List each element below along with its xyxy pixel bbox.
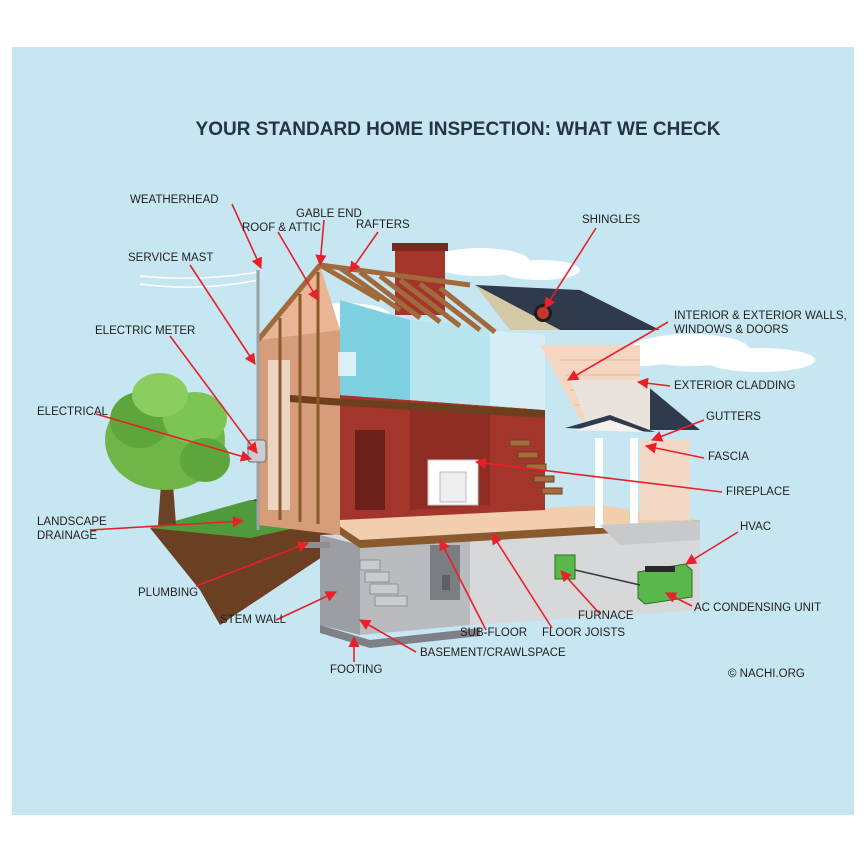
- label-landscape-line1: LANDSCAPE: [37, 516, 107, 528]
- label-exterior-cladding: EXTERIOR CLADDING: [674, 380, 795, 392]
- label-hvac: HVAC: [740, 521, 771, 533]
- house-structure: [258, 243, 700, 545]
- nachi-logo-icon: [534, 304, 552, 322]
- label-electrical: ELECTRICAL: [37, 406, 109, 418]
- page-title: YOUR STANDARD HOME INSPECTION: WHAT WE C…: [196, 119, 721, 140]
- roof-framing: [256, 262, 497, 342]
- label-roof-attic: ROOF & ATTIC: [242, 222, 321, 234]
- label-weatherhead: WEATHERHEAD: [130, 194, 219, 206]
- label-stem-wall: STEM WALL: [220, 614, 287, 626]
- basement: [320, 520, 700, 648]
- label-furnace: FURNACE: [578, 610, 634, 622]
- label-electric-meter: ELECTRIC METER: [95, 325, 195, 337]
- label-walls-line1: INTERIOR & EXTERIOR WALLS,: [674, 310, 847, 322]
- credit-text: © NACHI.ORG: [728, 668, 805, 680]
- label-basement: BASEMENT/CRAWLSPACE: [420, 647, 566, 659]
- label-walls-line2: WINDOWS & DOORS: [674, 324, 789, 336]
- power-lines: [139, 271, 259, 288]
- plumbing-pipe: [300, 542, 330, 548]
- label-footing: FOOTING: [330, 664, 382, 676]
- label-gable-end: GABLE END: [296, 208, 362, 220]
- label-plumbing: PLUMBING: [138, 587, 198, 599]
- gable-studs: [278, 272, 320, 524]
- callout-labels: WEATHERHEAD GABLE END ROOF & ATTIC RAFTE…: [37, 194, 847, 680]
- label-floor-joists: FLOOR JOISTS: [542, 627, 625, 639]
- label-landscape-line2: DRAINAGE: [37, 530, 97, 542]
- ac-condensing-unit: [574, 563, 693, 605]
- label-fireplace: FIREPLACE: [726, 486, 790, 498]
- label-rafters: RAFTERS: [356, 219, 410, 231]
- callout-arrows: [89, 203, 739, 662]
- tree: [105, 373, 230, 525]
- label-sub-floor: SUB-FLOOR: [460, 627, 527, 639]
- label-ac-condensing-unit: AC CONDENSING UNIT: [694, 602, 821, 614]
- label-gutters: GUTTERS: [706, 411, 761, 423]
- label-service-mast: SERVICE MAST: [128, 252, 213, 264]
- label-fascia: FASCIA: [708, 451, 749, 463]
- label-shingles: SHINGLES: [582, 214, 640, 226]
